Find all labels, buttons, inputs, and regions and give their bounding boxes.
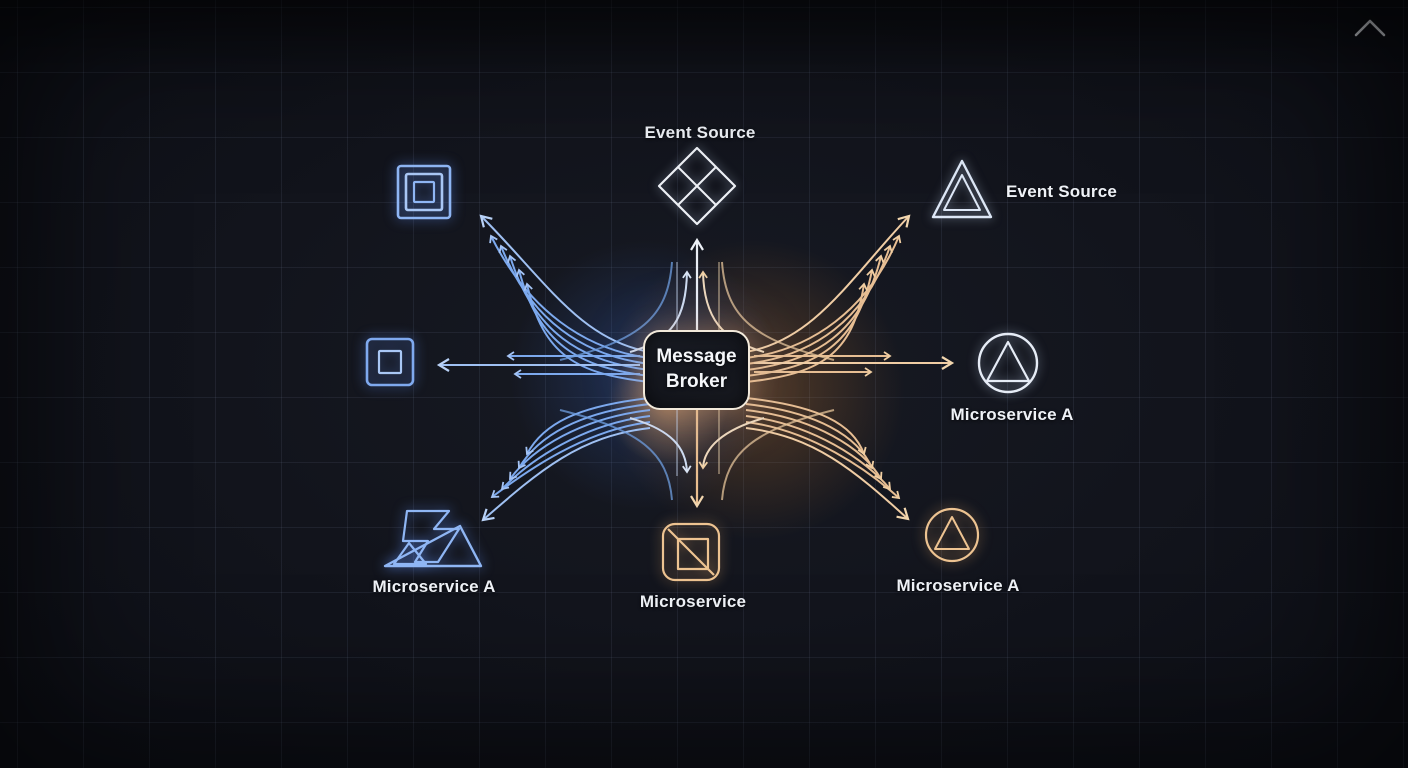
label-microservice-bottom: Microservice	[640, 592, 746, 612]
label-event-source-top: Event Source	[644, 123, 755, 143]
nested-squares-icon	[396, 164, 452, 220]
label-event-source-right: Event Source	[1006, 182, 1117, 202]
triangle-outline-icon	[931, 159, 993, 219]
flow-bundle-lower-left	[481, 397, 651, 522]
message-broker-label: Message Broker	[651, 345, 743, 394]
square-in-square-icon	[365, 337, 415, 387]
flow-vertical	[559, 237, 835, 509]
message-broker-node: Message Broker	[643, 330, 750, 410]
square-slash-icon	[661, 522, 721, 582]
label-microservice-bottom-left: Microservice A	[372, 577, 495, 597]
chevron-up-icon	[1354, 19, 1386, 37]
circle-triangle-icon	[977, 332, 1039, 394]
collapse-button[interactable]	[1348, 12, 1392, 44]
mountain-zigzag-icon	[383, 509, 483, 568]
diamond-grid-icon	[657, 146, 737, 226]
label-microservice-right: Microservice A	[950, 405, 1073, 425]
circle-triangle-icon	[924, 507, 980, 563]
label-microservice-bottom-right: Microservice A	[896, 576, 1019, 596]
